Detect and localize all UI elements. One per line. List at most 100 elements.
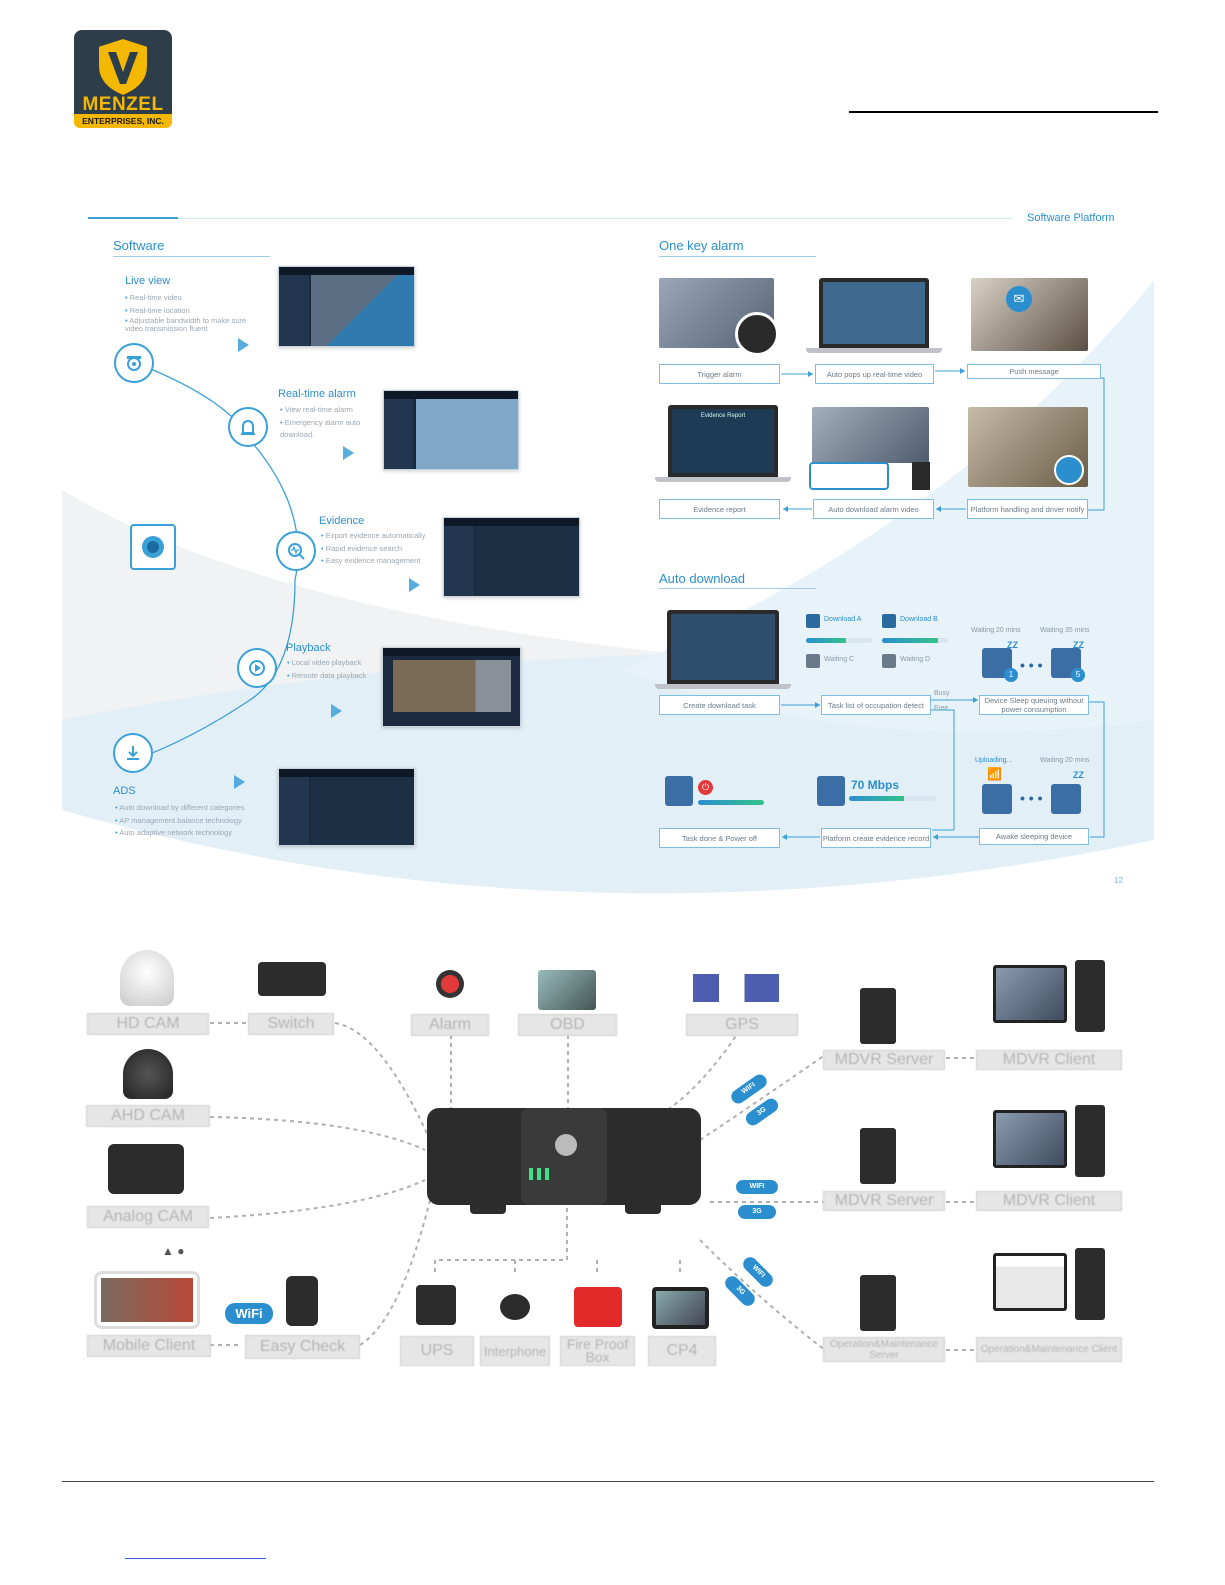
label-alarm: Alarm: [411, 1014, 489, 1036]
step-task-list-detect: Task list of occupation detect: [821, 695, 931, 715]
shield-icon: [97, 36, 149, 98]
truck-icon: [806, 614, 820, 628]
mobile-client-image: [94, 1271, 200, 1329]
step-trigger-alarm: Trigger alarm: [659, 364, 780, 384]
interphone-image: [500, 1294, 530, 1320]
truck-icon: [665, 776, 693, 806]
live-view-screenshot: [278, 266, 415, 347]
switch-image: [258, 962, 326, 996]
uploading-label: Uploading...: [975, 757, 1013, 764]
footer-link-underline[interactable]: [125, 1558, 266, 1559]
truck-icon: [882, 654, 896, 668]
android-apple-icon: ▲ ●: [162, 1244, 185, 1258]
ups-image: [416, 1285, 456, 1325]
feature-playback-bullets: Local video playback Remote data playbac…: [287, 657, 387, 682]
timeline-curve: [133, 361, 299, 761]
download-task-laptop: [667, 610, 779, 684]
sleep-zz-icon: ZZ: [1073, 640, 1084, 650]
feature-ads-title: ADS: [113, 785, 136, 797]
bullet: Local video playback: [287, 657, 387, 670]
label-om-client: Operation&Maintenance Client: [976, 1337, 1122, 1362]
3g-link-icon: 3G: [738, 1205, 776, 1219]
free-label: Free: [934, 705, 949, 712]
label-easy-check: Easy Check: [245, 1335, 360, 1359]
ellipsis-icon: • • •: [1020, 657, 1043, 673]
feature-live-view-title: Live view: [125, 275, 171, 287]
step-create-download-task: Create download task: [659, 695, 780, 715]
waiting-label: Waiting 35 mins: [1040, 627, 1090, 634]
bullet: Easy evidence management: [321, 555, 441, 568]
om-client-tower: [1075, 1248, 1105, 1320]
bus-icon: [809, 462, 889, 490]
laptop-base: [655, 684, 791, 689]
hd-cam-image: [120, 950, 174, 1006]
label-ahd-cam: AHD CAM: [86, 1105, 210, 1127]
busy-label: Busy: [934, 690, 950, 697]
ahd-cam-image: [123, 1049, 173, 1099]
key-lock-icon: [555, 1134, 577, 1156]
record-button-icon: [130, 524, 176, 570]
easy-check-image: [286, 1276, 318, 1326]
diagram-connections: [209, 1022, 975, 1351]
label-ups: UPS: [400, 1336, 474, 1366]
feature-ads-bullets: Auto download by different categories AP…: [115, 802, 275, 840]
header-thin-line: [178, 218, 1013, 219]
play-arrow-icon: [409, 578, 420, 592]
feature-live-view-bullets: Real-time video Real-time location Adjus…: [125, 292, 255, 333]
bullet: Remote data playback: [287, 670, 387, 683]
truck-icon: [1051, 784, 1081, 814]
bullet: Export evidence automatically: [321, 530, 441, 543]
playback-screenshot: [382, 647, 521, 727]
header-accent-line: [88, 217, 178, 219]
server-icon: [912, 462, 930, 490]
label-mobile-client: Mobile Client: [87, 1335, 211, 1357]
waiting-label: Waiting 20 mins: [971, 627, 1021, 634]
envelope-icon: ✉: [1006, 286, 1032, 312]
power-off-icon: ⏻: [698, 780, 713, 795]
truck-icon: [982, 784, 1012, 814]
mdvr-device: [427, 1108, 701, 1205]
mdvr-client-tower: [1075, 1105, 1105, 1177]
label-mdvr-client-2: MDVR Client: [976, 1191, 1122, 1211]
label-gps: GPS: [686, 1014, 798, 1036]
task-c: Waiting C: [824, 656, 855, 663]
report-title: Evidence Report: [700, 413, 746, 419]
alarm-flow-arrows: [781, 368, 1105, 512]
gps-satellite-image: [693, 974, 779, 1002]
label-switch: Switch: [248, 1013, 334, 1035]
cp4-image: [652, 1287, 709, 1329]
download-icon: [113, 733, 153, 773]
bullet: Auto adaptive network technology: [115, 827, 275, 840]
ads-screenshot: [278, 768, 415, 846]
truck-icon: [882, 614, 896, 628]
laptop-base: [655, 477, 791, 482]
one-key-alarm-title: One key alarm: [659, 238, 744, 253]
label-obd: OBD: [518, 1014, 617, 1036]
step-task-done: Task done & Power off: [659, 828, 780, 848]
wifi-link-icon: WIFI: [736, 1180, 778, 1194]
om-client-monitor: [993, 1253, 1067, 1311]
waiting-label: Waiting 20 mins: [1040, 757, 1090, 764]
om-server-image: [860, 1275, 896, 1331]
step-create-evidence-record: Platform create evidence record: [821, 828, 931, 848]
bullet: Auto download by different categories: [115, 802, 275, 815]
software-title: Software: [113, 238, 165, 253]
step-auto-download-alarm: Auto download alarm video: [813, 499, 934, 519]
label-mdvr-server-1: MDVR Server: [823, 1050, 945, 1070]
feature-evidence-bullets: Export evidence automatically Rapid evid…: [321, 530, 441, 568]
label-mdvr-client-1: MDVR Client: [976, 1050, 1122, 1070]
upload-progress: [849, 796, 937, 801]
logo-subtitle: ENTERPRISES, INC.: [74, 114, 172, 128]
label-mdvr-server-2: MDVR Server: [823, 1191, 945, 1211]
section-label: Software Platform: [1027, 212, 1115, 224]
mdvr-client-monitor: [993, 965, 1067, 1023]
feature-evidence-title: Evidence: [319, 515, 365, 527]
label-om-server: Operation&Maintenance Server: [823, 1337, 945, 1362]
sleep-zz-icon: ZZ: [1073, 770, 1084, 780]
label-analog-cam: Analog CAM: [87, 1206, 209, 1228]
label-hd-cam: HD CAM: [87, 1013, 209, 1035]
step-device-sleep: Device Sleep queuing without power consu…: [979, 695, 1089, 715]
device-mount: [625, 1204, 661, 1214]
truck-icon: [817, 776, 845, 806]
ellipsis-icon: • • •: [1020, 790, 1043, 806]
